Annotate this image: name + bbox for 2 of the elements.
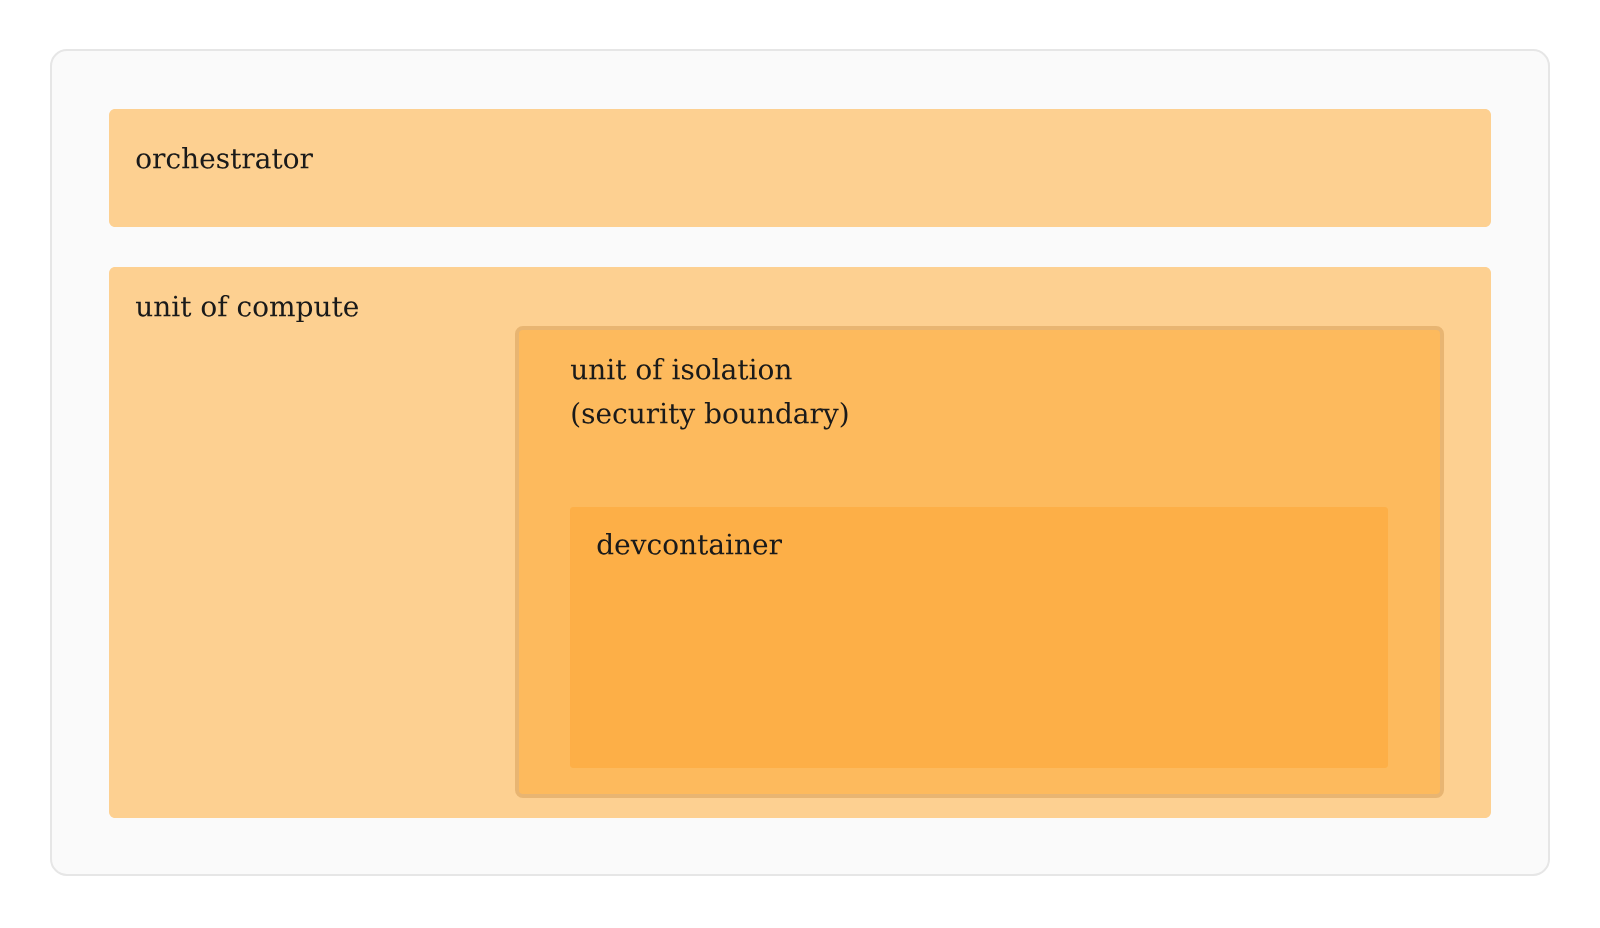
labeled-box: devcontainer [570, 507, 1388, 768]
labeled-box: orchestrator [109, 109, 1491, 227]
